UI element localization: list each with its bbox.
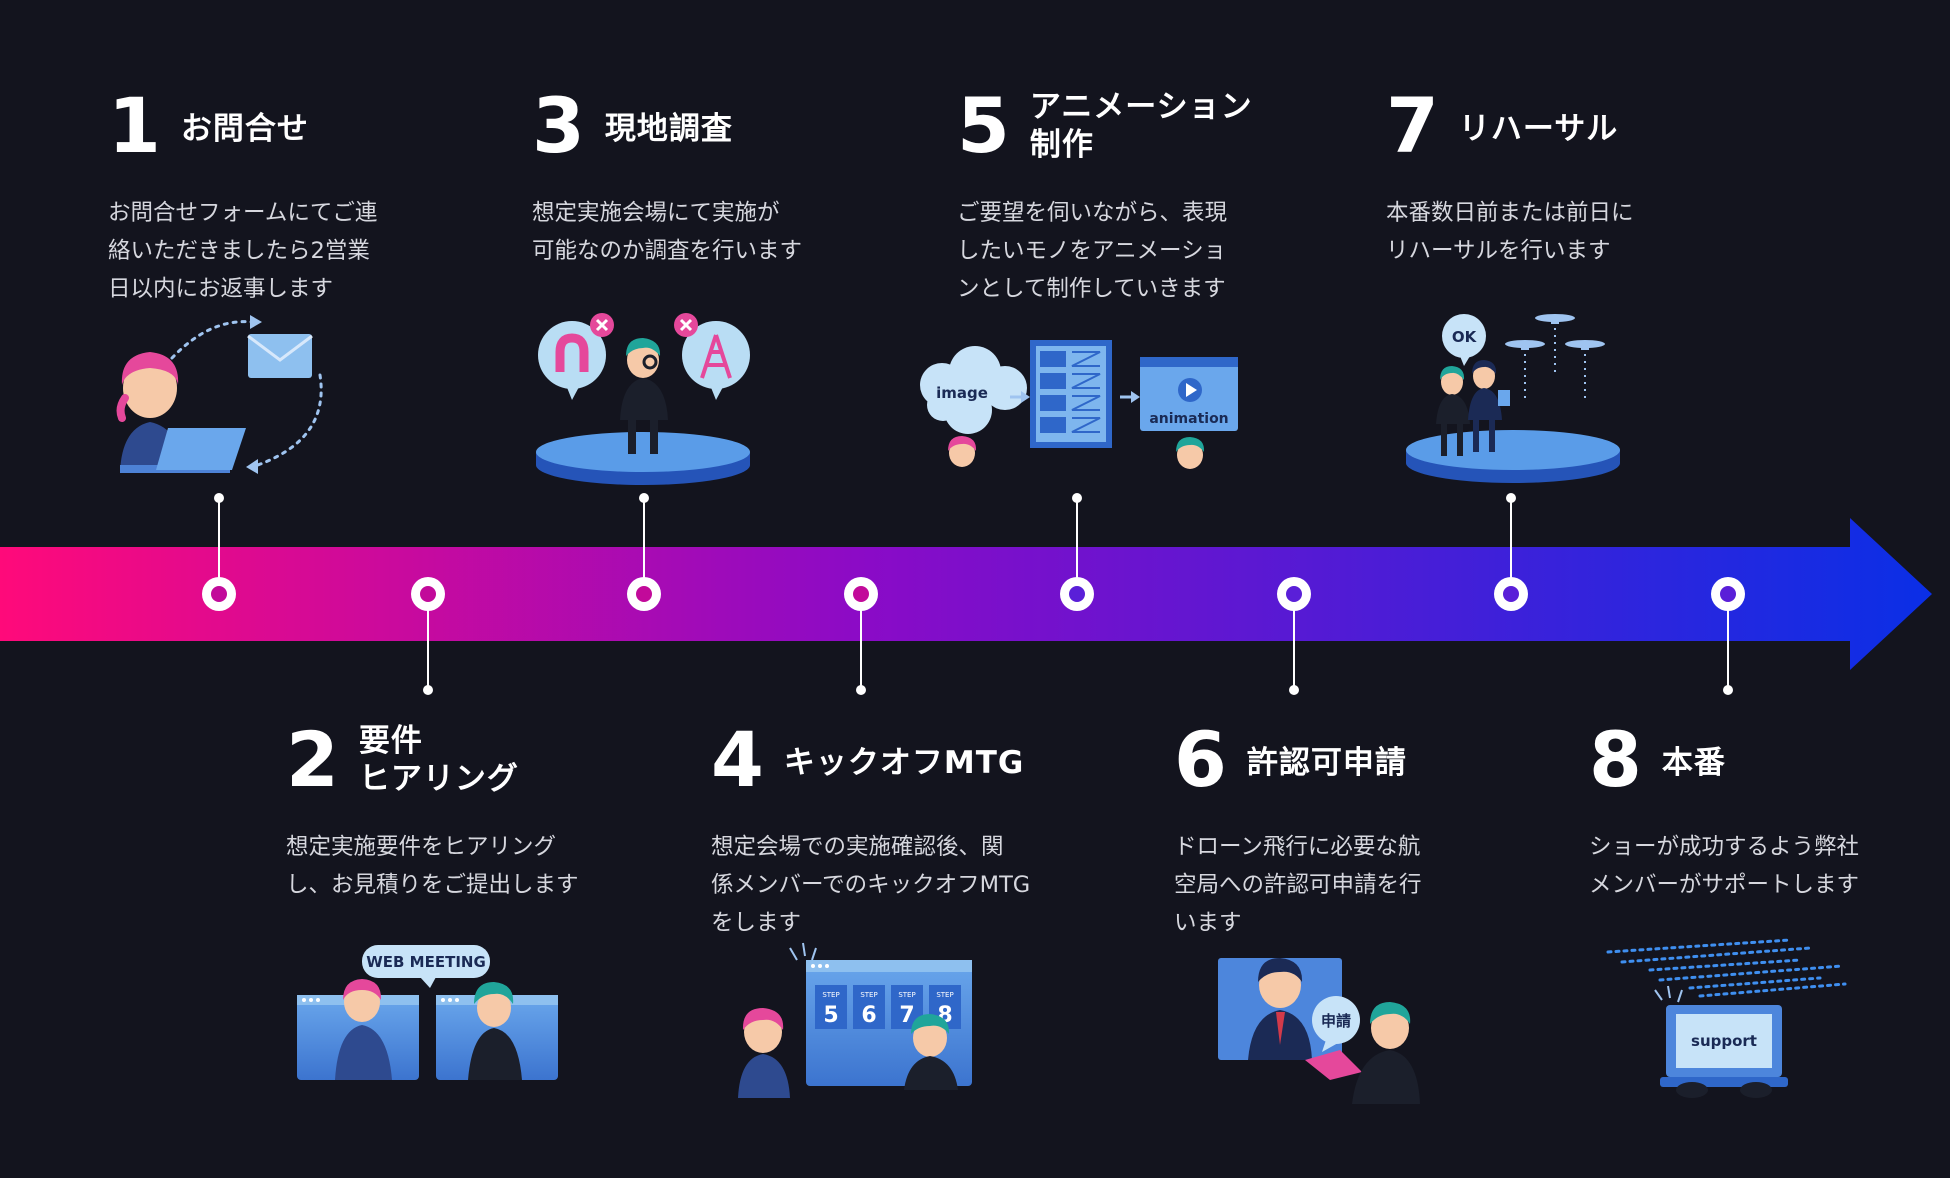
step-number: 7 [1386, 81, 1439, 170]
rehearsal-drones-illustration: OK [1406, 314, 1620, 483]
step-title: アニメーション 制作 [1029, 89, 1253, 163]
drone-icon [1505, 314, 1605, 350]
connector-end-dot [1723, 685, 1733, 695]
step-description: ご要望を伺いながら、表現 したいモノをアニメーショ ンとして制作していきます [957, 200, 1228, 302]
svg-text:STEP: STEP [860, 991, 877, 999]
step-description: ショーが成功するよう弊社 メンバーがサポートします [1589, 834, 1860, 898]
svg-text:申請: 申請 [1321, 1012, 1351, 1030]
step-number: 6 [1174, 715, 1227, 804]
step-description: 想定実施要件をヒアリング し、お見積りをご提出します [286, 834, 579, 898]
timeline-marker-core [1069, 586, 1085, 602]
step-number: 1 [108, 81, 161, 170]
step-description: 想定会場での実施確認後、関 係メンバーでのキックオフMTG をします [711, 834, 1031, 936]
site-survey-illustration [536, 313, 750, 485]
step-title: キックオフMTG [783, 745, 1025, 781]
envelope-icon [247, 334, 313, 378]
step-title: お問合せ [180, 111, 309, 147]
timeline-marker-core [1720, 586, 1736, 602]
animation-production-illustration: image animation [920, 340, 1238, 469]
svg-text:6: 6 [861, 1003, 876, 1028]
step-title: 許認可申請 [1246, 745, 1407, 781]
connector-end-dot [1072, 493, 1082, 503]
step-4: 4 キックオフMTG 想定会場での実施確認後、関 係メンバーでのキックオフMTG… [711, 722, 1030, 942]
step-1: 1 お問合せ お問合せフォームにてご連 絡いただきましたら2営業 日以内にお返事… [108, 88, 377, 308]
timeline-markers [202, 577, 1745, 611]
svg-text:STEP: STEP [822, 991, 839, 999]
svg-text:support: support [1691, 1032, 1757, 1050]
connector-end-dot [214, 493, 224, 503]
timeline-marker-core [1286, 586, 1302, 602]
timeline-marker-core [636, 586, 652, 602]
step-description: お問合せフォームにてご連 絡いただきましたら2営業 日以内にお返事します [108, 200, 378, 302]
contact-email-illustration [116, 315, 323, 474]
svg-text:STEP: STEP [936, 991, 953, 999]
step-description: 本番数日前または前日に リハーサルを行います [1386, 200, 1634, 264]
step-description: ドローン飛行に必要な航 空局への許認可申請を行 います [1174, 834, 1422, 936]
step-title: リハーサル [1458, 111, 1619, 147]
support-laptop-illustration: support [1606, 938, 1847, 1098]
svg-text:7: 7 [899, 1003, 914, 1028]
permit-application-illustration: 申請 [1218, 958, 1420, 1104]
connector-end-dot [639, 493, 649, 503]
step-number: 3 [532, 81, 585, 170]
step-3: 3 現地調査 想定実施会場にて実施が 可能なのか調査を行います [532, 88, 802, 270]
timeline-marker-core [211, 586, 227, 602]
connector-end-dot [423, 685, 433, 695]
step-title: 本番 [1661, 745, 1726, 781]
connector-end-dot [1506, 493, 1516, 503]
svg-text:OK: OK [1452, 328, 1478, 346]
step-8: 8 本番 ショーが成功するよう弊社 メンバーがサポートします [1589, 722, 1859, 904]
image-cloud: image [920, 346, 1027, 434]
step-5: 5 アニメーション 制作 ご要望を伺いながら、表現 したいモノをアニメーショ ン… [957, 88, 1253, 308]
svg-text:image: image [936, 384, 988, 402]
svg-text:animation: animation [1149, 411, 1228, 427]
step-6: 6 許認可申請 ドローン飛行に必要な航 空局への許認可申請を行 います [1174, 722, 1422, 942]
timeline-marker-core [853, 586, 869, 602]
step-2: 2 要件 ヒアリング 想定実施要件をヒアリング し、お見積りをご提出します [286, 722, 579, 904]
step-card: STEP 5 [815, 985, 847, 1029]
svg-text:5: 5 [823, 1003, 838, 1028]
connector-lines [214, 493, 1733, 695]
step-title: 要件 ヒアリング [358, 723, 519, 797]
connector-end-dot [856, 685, 866, 695]
step-description: 想定実施会場にて実施が 可能なのか調査を行います [532, 200, 803, 264]
step-number: 2 [286, 715, 339, 804]
step-number: 5 [957, 81, 1010, 170]
step-number: 4 [711, 715, 764, 804]
step-number: 8 [1589, 715, 1642, 804]
timeline-arrow [0, 518, 1932, 670]
step-card: STEP 6 [853, 985, 885, 1029]
step-7: 7 リハーサル 本番数日前または前日に リハーサルを行います [1386, 88, 1634, 270]
timeline-marker-core [420, 586, 436, 602]
svg-text:STEP: STEP [898, 991, 915, 999]
web-meeting-illustration: WEB MEETING [297, 945, 558, 1080]
connector-end-dot [1289, 685, 1299, 695]
step-title: 現地調査 [604, 111, 733, 147]
web-meeting-badge: WEB MEETING [366, 953, 486, 971]
timeline-marker-core [1503, 586, 1519, 602]
